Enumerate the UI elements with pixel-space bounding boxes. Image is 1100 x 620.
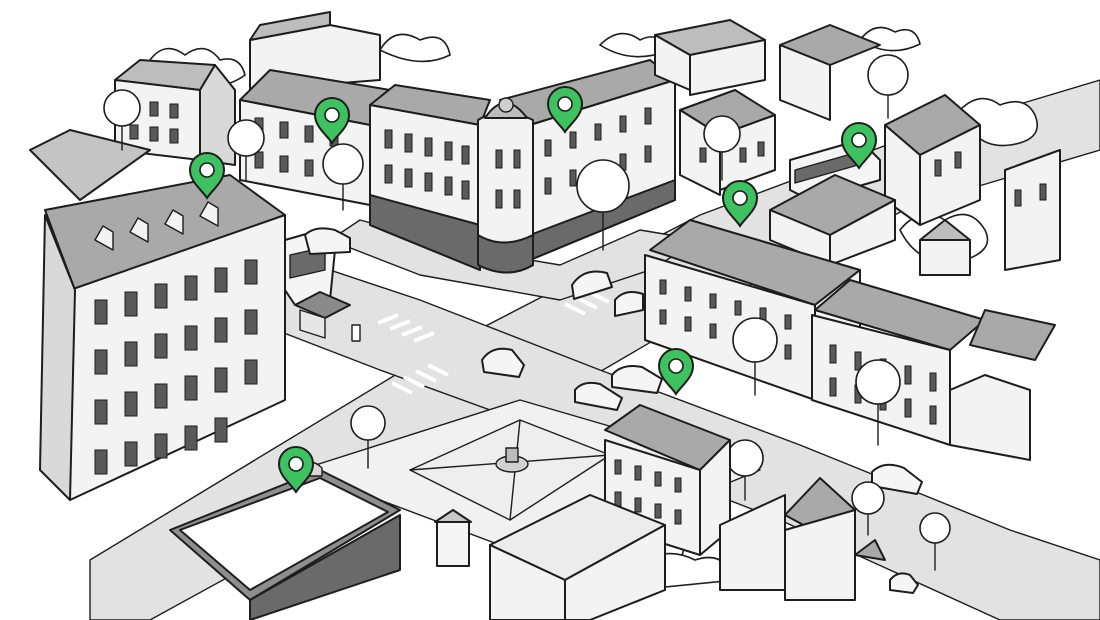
- pin-bottom-left-building[interactable]: [277, 446, 315, 494]
- pin-center-street[interactable]: [657, 348, 695, 396]
- building-left-mansard: [29, 129, 286, 501]
- building-bottom-left: [169, 461, 401, 620]
- street-trees: [103, 54, 951, 571]
- crosswalk-left: [377, 313, 435, 343]
- pin-left-mansard[interactable]: [188, 152, 226, 200]
- pin-bus-top-right[interactable]: [840, 122, 878, 170]
- building-right-small: [769, 174, 971, 276]
- map-pins: [188, 86, 878, 494]
- bus-stop: [294, 291, 361, 342]
- kiosk: [434, 509, 472, 567]
- building-bottom-right-cluster: [719, 477, 886, 601]
- building-bottom-flat-center: [489, 494, 666, 620]
- building-top-left-back: [114, 11, 381, 166]
- pin-right-row-building[interactable]: [721, 180, 759, 228]
- cars: [304, 227, 923, 594]
- crosswalk-bottom: [391, 363, 449, 395]
- buildings-top-right: [654, 19, 1061, 271]
- pin-top-center-building[interactable]: [546, 86, 584, 134]
- pin-top-left-building[interactable]: [313, 97, 351, 145]
